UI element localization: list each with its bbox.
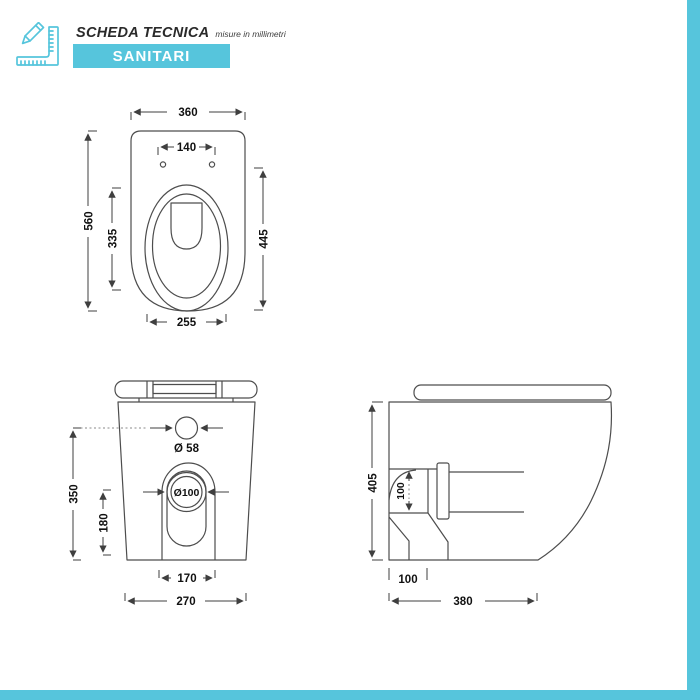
svg-text:100: 100 [398, 574, 417, 586]
rear-view-lid [114, 380, 258, 399]
page-subtitle: misure in millimetri [215, 29, 286, 39]
pencil-ruler-icon [16, 22, 59, 66]
dim-inlet-height: 350 [69, 427, 81, 561]
svg-text:380: 380 [453, 596, 472, 608]
right-accent-bar [687, 0, 700, 700]
dim-front-width: 255 [146, 314, 227, 329]
dim-bowl-length: 335 [108, 187, 121, 291]
svg-text:560: 560 [84, 211, 96, 230]
side-view-lid [413, 384, 612, 401]
svg-text:180: 180 [99, 513, 111, 532]
svg-text:335: 335 [108, 228, 120, 248]
drain-outlet-inner [170, 475, 203, 509]
page-title: SCHEDA TECNICA [76, 25, 210, 41]
bottom-accent-bar [0, 690, 700, 700]
dim-outlet-wall-offset: 100 [388, 568, 428, 586]
drain-channel-outline [166, 470, 207, 547]
svg-text:100: 100 [395, 482, 407, 500]
top-view-drawing: 360 140 560 335 [84, 107, 271, 329]
dim-outlet-height: 180 [99, 489, 111, 556]
seat-hinge-hole-right [208, 161, 216, 168]
header-title-line: SCHEDA TECNICA misure in millimetri [76, 24, 286, 42]
dim-total-depth: 380 [388, 593, 538, 608]
drain-outlet-outer [166, 471, 207, 513]
svg-text:170: 170 [177, 573, 196, 585]
dim-outlet-size: 100 [395, 471, 413, 511]
dim-hole-spacing: 140 [157, 142, 216, 155]
dim-outlet-diameter: Ø100 [174, 487, 200, 499]
dim-total-height: 405 [368, 401, 383, 561]
sanitari-banner: SANITARI [73, 44, 230, 68]
svg-text:255: 255 [177, 317, 197, 329]
bowl-inner-outline [151, 193, 222, 299]
side-view-drain-section [388, 462, 524, 560]
side-view-drawing: 100 405 100 380 [368, 384, 613, 608]
svg-text:140: 140 [177, 142, 196, 154]
drain-housing-outline [161, 462, 216, 560]
svg-text:270: 270 [176, 596, 195, 608]
svg-text:445: 445 [259, 229, 271, 249]
dim-base-width: 270 [124, 593, 247, 608]
svg-text:350: 350 [69, 484, 81, 503]
dim-seat-depth: 445 [254, 167, 271, 311]
drain-flange [436, 462, 450, 520]
dim-outlet-box-width: 170 [158, 570, 216, 585]
side-view-body-outline [388, 401, 613, 561]
flush-outlet-outline [170, 202, 203, 250]
bowl-rim-outline [144, 184, 229, 312]
rear-view-body-outline [117, 401, 256, 561]
svg-text:360: 360 [178, 107, 197, 119]
dim-inlet-diameter: Ø 58 [174, 443, 200, 455]
seat-hinge-hole-left [159, 161, 167, 168]
dim-top-total-depth: 560 [84, 130, 97, 312]
top-view-body-outline [130, 130, 246, 312]
dim-top-total-width: 360 [130, 107, 246, 120]
water-inlet-hole [174, 416, 199, 440]
svg-text:405: 405 [368, 473, 380, 493]
rear-view-drawing: Ø 58 Ø100 350 180 [69, 380, 258, 608]
